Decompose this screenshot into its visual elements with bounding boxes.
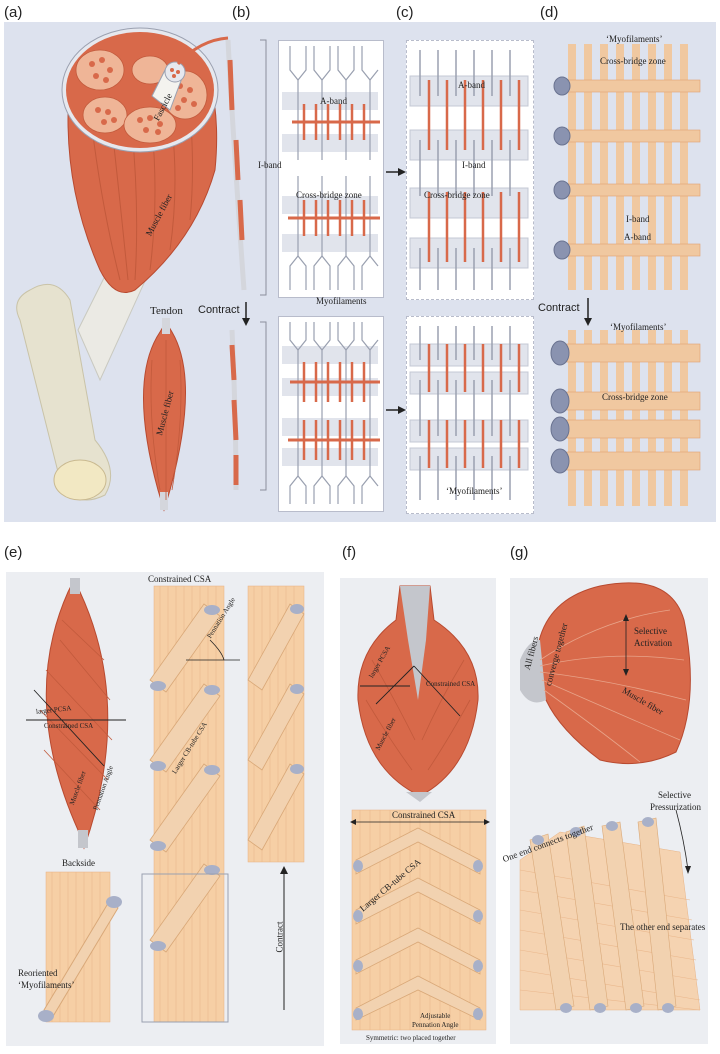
myofilaments-label-d-bottom: ‘Myofilaments’ [610,322,667,332]
selective-pressurization-label-2: Pressurization [650,802,701,812]
adjustable-label-1: Adjustable [420,1012,451,1020]
reoriented-label-1: Reoriented [18,968,58,978]
a-band-label-d: A-band [624,232,651,242]
constrained-csa-label-e: Constrained CSA [44,722,94,730]
i-band-label-b: I-band [258,160,282,170]
a-band-label-c: A-band [458,80,485,90]
myofilaments-label-d-top: ‘Myofilaments’ [606,34,663,44]
selective-activation-label-1: Selective [634,626,667,636]
selective-pressurization-label-1: Selective [658,790,691,800]
contract-label-d: Contract [538,302,580,314]
symmetric-label: Symmetric: two placed together [366,1034,456,1042]
constrained-csa-label-f-muscle: Constrained CSA [426,680,476,688]
constrained-csa-label-e-top: Constrained CSA [148,574,212,584]
panel-label-d: (d) [540,4,559,21]
myofilaments-label-c: ‘Myofilaments’ [446,486,503,496]
tube-myofilaments-d [550,44,701,506]
panel-label-c: (c) [396,4,414,21]
muscle-anatomy-illustration [16,27,229,512]
cross-bridge-zone-label-c: Cross-bridge zone [424,190,490,200]
backside-label: Backside [62,858,95,868]
panel-label-f: (f) [342,544,357,561]
myofibril-strands [225,39,592,491]
cross-bridge-zone-label-d-bottom: Cross-bridge zone [602,392,668,402]
adjustable-label-2: Pennation Angle [412,1021,459,1029]
panel-label-b: (b) [232,4,251,21]
panel-label-g: (g) [510,544,529,561]
panel-label-e: (e) [4,544,23,561]
i-band-label-d: I-band [626,214,650,224]
sarcomere-box-relaxed [278,40,384,298]
sarcomere-filaments-b [282,46,380,504]
i-band-label-c: I-band [462,160,486,170]
other-end-label: The other end separates [620,922,706,932]
contract-label-b: Contract [198,304,240,316]
panel-label-a: (a) [4,4,23,21]
a-band-label-b: A-band [320,96,347,106]
myofilaments-label-b: Myofilaments [316,296,367,306]
cross-bridge-zone-label-d-top: Cross-bridge zone [600,56,666,66]
cross-bridge-zone-label-b: Cross-bridge zone [296,190,362,200]
redesign-filaments-c [409,50,529,500]
selective-activation-label-2: Activation [634,638,672,648]
reoriented-label-2: ‘Myofilaments’ [18,980,75,990]
tendon-label: Tendon [150,305,183,317]
constrained-csa-label-f: Constrained CSA [392,810,456,820]
